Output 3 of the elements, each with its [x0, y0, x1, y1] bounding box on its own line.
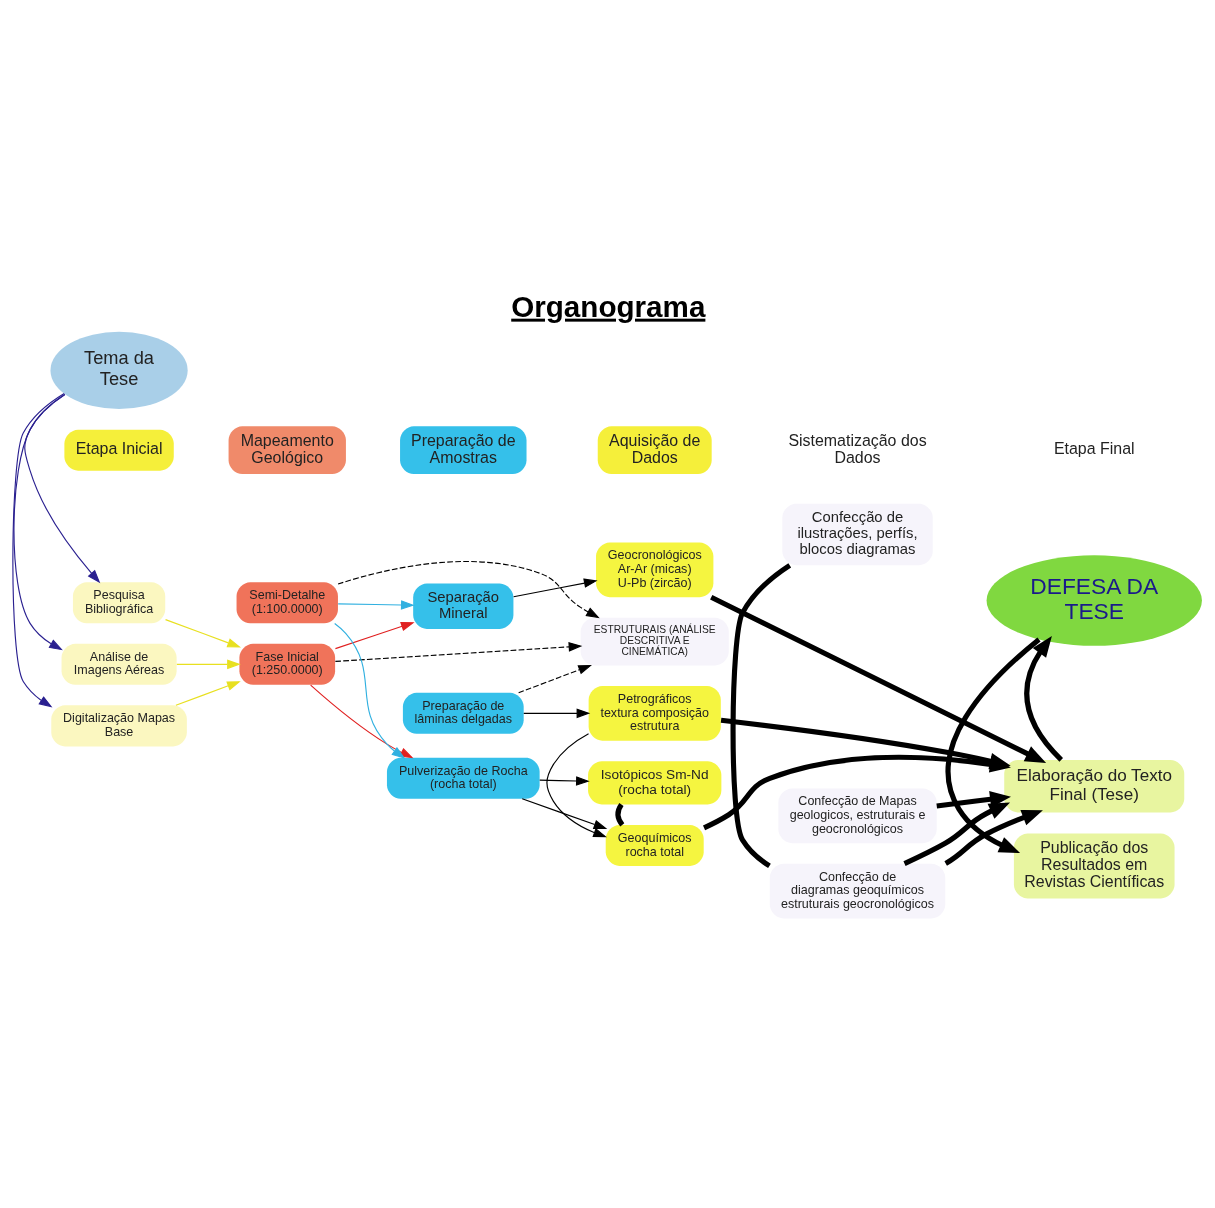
node-text: Sistematização dos Dados — [788, 431, 927, 466]
node-text: Etapa Final — [1053, 440, 1135, 458]
diagram-title: Organograma — [511, 289, 706, 323]
